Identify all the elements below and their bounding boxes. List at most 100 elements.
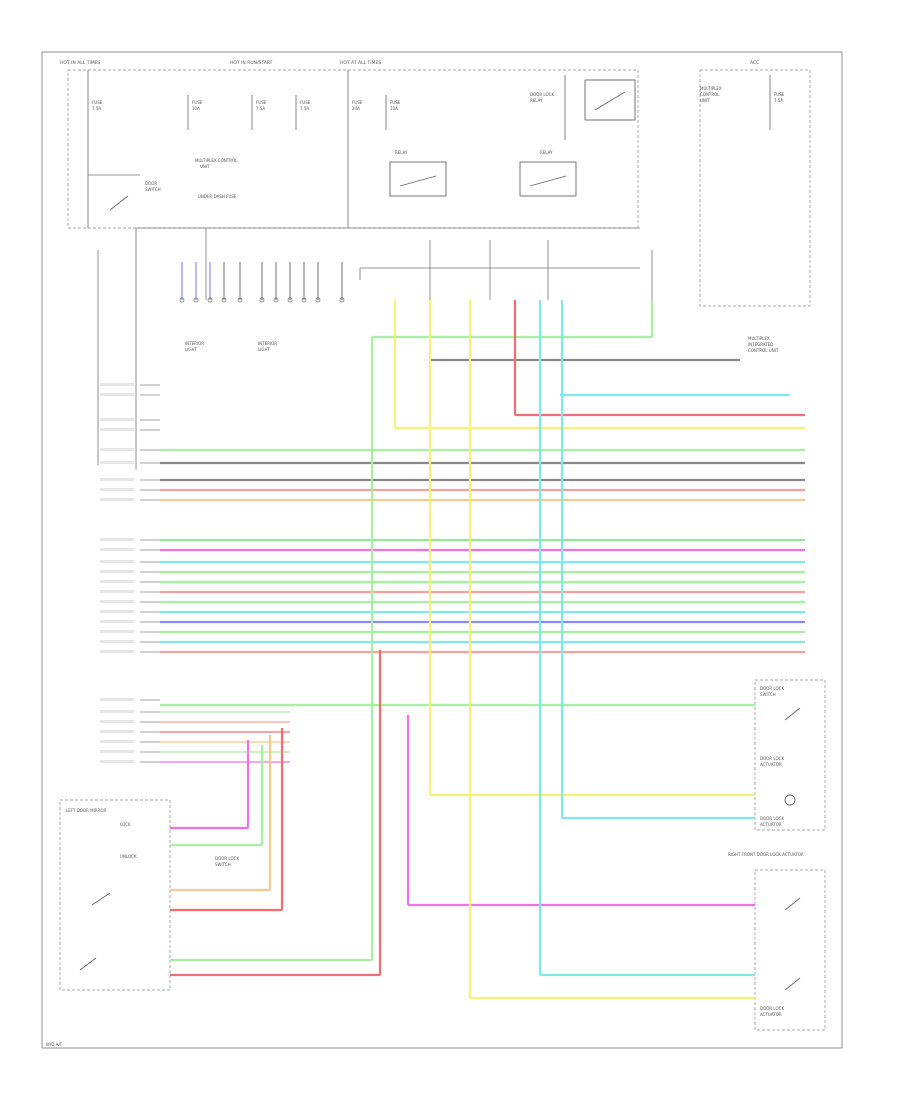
left-label-stub-7 xyxy=(100,488,134,491)
left-label-stub-27 xyxy=(100,760,134,763)
actuator-boxes xyxy=(754,679,826,1031)
header-label-hot-run-start: HOT IN RUN/START xyxy=(230,60,273,66)
left-label-stub-18 xyxy=(100,630,134,633)
svg-text:DOOR LOCK: DOOR LOCK xyxy=(760,1006,784,1011)
left-label-stub-19 xyxy=(100,640,134,643)
svg-text:CONTROL UNIT: CONTROL UNIT xyxy=(748,348,779,353)
left-label-stub-1 xyxy=(100,393,134,396)
svg-text:7.5A: 7.5A xyxy=(92,106,101,111)
svg-text:RELAY: RELAY xyxy=(540,150,553,155)
svg-text:FUSE: FUSE xyxy=(92,100,103,105)
svg-text:FUSE: FUSE xyxy=(774,92,785,97)
left-label-stub-2 xyxy=(100,418,134,421)
left-label-stub-22 xyxy=(100,710,134,713)
svg-text:FUSE: FUSE xyxy=(256,100,267,105)
svg-text:DOOR LOCK: DOOR LOCK xyxy=(215,856,239,861)
pin-head-4 xyxy=(237,297,243,303)
pin-head-6 xyxy=(273,297,279,303)
svg-text:INTEGRATED: INTEGRATED xyxy=(748,342,773,347)
svg-text:UNIT: UNIT xyxy=(200,164,210,169)
pin-head-2 xyxy=(207,297,213,303)
svg-text:FUSE: FUSE xyxy=(352,100,363,105)
wires xyxy=(160,335,805,1000)
svg-text:DOOR LOCK: DOOR LOCK xyxy=(760,686,784,691)
svg-text:UNLOCK: UNLOCK xyxy=(120,854,137,859)
pin-head-0 xyxy=(179,297,185,303)
footer-label: W/O A/T xyxy=(46,1042,63,1047)
svg-text:UNIT: UNIT xyxy=(700,98,710,103)
left-label-stub-21 xyxy=(100,698,134,701)
pin-head-8 xyxy=(301,297,307,303)
svg-text:FUSE: FUSE xyxy=(390,100,401,105)
pin-head-9 xyxy=(315,297,321,303)
left-label-stub-12 xyxy=(100,570,134,573)
top-fuses xyxy=(87,70,771,228)
control-unit-box-top-right xyxy=(699,69,811,307)
left-label-stub-13 xyxy=(100,580,134,583)
diagram-frame xyxy=(41,51,843,1049)
harness-bus xyxy=(97,227,653,470)
svg-text:LIGHT: LIGHT xyxy=(185,347,198,352)
vertical-wires xyxy=(246,300,654,998)
svg-text:UNDER DASH FUSE: UNDER DASH FUSE xyxy=(198,194,237,199)
svg-text:SWITCH: SWITCH xyxy=(215,862,231,867)
left-label-stub-26 xyxy=(100,750,134,753)
svg-text:RELAY: RELAY xyxy=(530,98,543,103)
svg-text:DOOR LOCK: DOOR LOCK xyxy=(760,816,784,821)
lamp-label-2: INTERIOR xyxy=(258,341,277,346)
right-door-label: RIGHT FRONT DOOR LOCK ACTUATOR xyxy=(728,852,804,857)
svg-text:DOOR LOCK: DOOR LOCK xyxy=(530,92,554,97)
svg-text:DOOR: DOOR xyxy=(145,181,157,186)
left-label-stub-24 xyxy=(100,730,134,733)
svg-text:SWITCH: SWITCH xyxy=(145,187,161,192)
svg-text:CONTROL: CONTROL xyxy=(700,92,720,97)
left-label-stub-5 xyxy=(100,461,134,464)
left-label-stub-4 xyxy=(100,448,134,451)
pin-head-7 xyxy=(287,297,293,303)
left-label-stub-3 xyxy=(100,428,134,431)
header-label-hot-all-times: HOT IN ALL TIMES xyxy=(60,60,101,66)
lamp-label-1: INTERIOR xyxy=(185,341,204,346)
svg-text:RELAY: RELAY xyxy=(395,150,408,155)
left-label-stub-15 xyxy=(100,600,134,603)
svg-text:7.5A: 7.5A xyxy=(256,106,265,111)
svg-text:10A: 10A xyxy=(192,106,200,111)
svg-text:7.5A: 7.5A xyxy=(774,98,783,103)
svg-text:ACTUATOR: ACTUATOR xyxy=(760,762,782,767)
left-wire-labels xyxy=(100,383,290,763)
left-label-stub-8 xyxy=(100,498,134,501)
header-label-acc: ACC xyxy=(750,60,759,66)
left-label-stub-25 xyxy=(100,740,134,743)
svg-text:LOCK: LOCK xyxy=(120,822,131,827)
left-label-stub-17 xyxy=(100,620,134,623)
left-label-stub-0 xyxy=(100,383,134,386)
left-label-stub-9 xyxy=(100,538,134,541)
left-label-stub-14 xyxy=(100,590,134,593)
svg-text:ACTUATOR: ACTUATOR xyxy=(760,1012,782,1017)
header-label-hot-all-times-2: HOT AT ALL TIMES xyxy=(340,60,381,66)
svg-text:ACTUATOR: ACTUATOR xyxy=(760,822,782,827)
pin-head-1 xyxy=(193,297,199,303)
svg-text:20A: 20A xyxy=(352,106,360,111)
pin-head-5 xyxy=(259,297,265,303)
svg-text:10A: 10A xyxy=(390,106,398,111)
pin-head-10 xyxy=(339,297,345,303)
left-label-stub-20 xyxy=(100,650,134,653)
connector-pins xyxy=(179,262,345,303)
svg-text:DOOR LOCK: DOOR LOCK xyxy=(760,756,784,761)
right-labels: MULTIPLEX INTEGRATED CONTROL UNIT DOOR L… xyxy=(728,336,804,1017)
left-label-stub-6 xyxy=(100,478,134,481)
left-door-mirror-box: LEFT DOOR MIRROR LOCK UNLOCK DOOR LOCK S… xyxy=(59,799,239,991)
relays-top: DOOR LOCK RELAY RELAY RELAY MULTIPLEX CO… xyxy=(389,79,722,197)
svg-text:MULTIPLEX: MULTIPLEX xyxy=(700,86,722,91)
svg-text:7.5A: 7.5A xyxy=(300,106,309,111)
left-label-stub-23 xyxy=(100,720,134,723)
left-label-stub-16 xyxy=(100,610,134,613)
left-label-stub-11 xyxy=(100,560,134,563)
left-mirror-label: LEFT DOOR MIRROR xyxy=(66,808,106,813)
svg-text:FUSE: FUSE xyxy=(192,100,203,105)
left-label-stub-10 xyxy=(100,548,134,551)
